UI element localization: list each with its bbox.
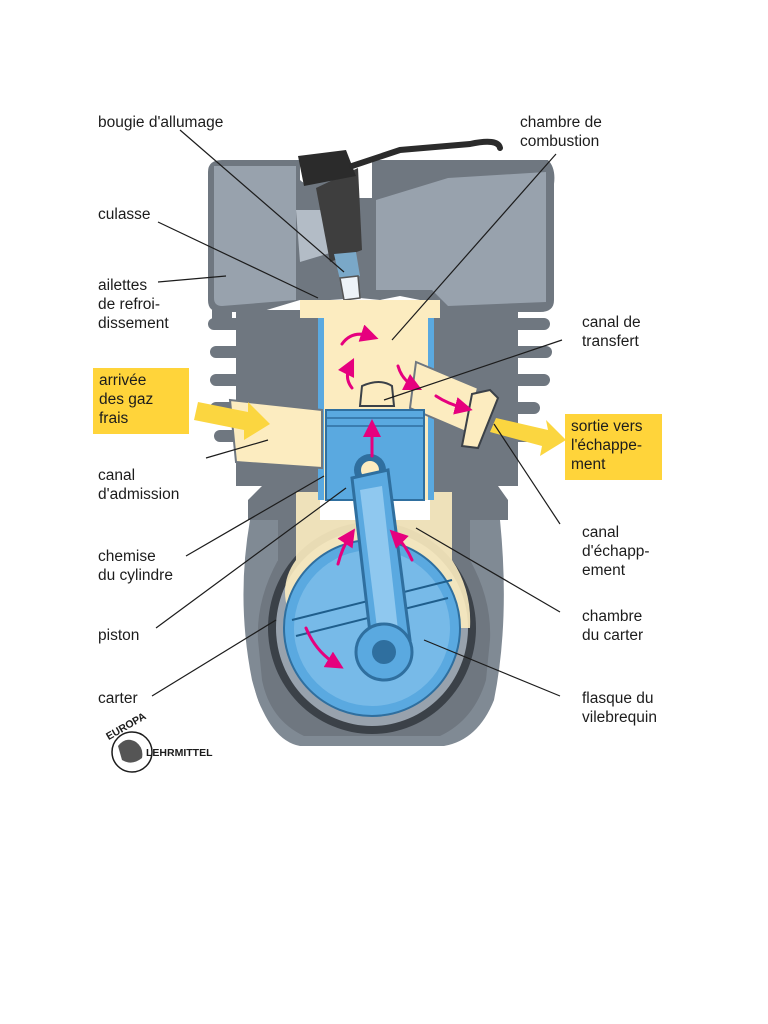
label-exhaust-outlet: sortie vers l'échappe- ment bbox=[565, 414, 662, 480]
label-cylinder-liner: chemise du cylindre bbox=[98, 548, 173, 584]
europa-lehrmittel-logo: EUROPA LEHRMITTEL bbox=[104, 710, 213, 773]
label-piston: piston bbox=[98, 627, 140, 644]
label-crank-chamber: chambre du carter bbox=[582, 608, 644, 644]
label-intake-channel: canal d'admission bbox=[98, 467, 180, 503]
gas-flow-arrows bbox=[304, 324, 473, 669]
label-crankcase: carter bbox=[98, 690, 138, 707]
transfer-port bbox=[358, 381, 396, 407]
label-transfer-channel: canal de transfert bbox=[582, 314, 641, 350]
label-crankshaft-flask: flasque du vilebrequin bbox=[582, 690, 657, 726]
label-cooling-fins: ailettes de refroi- dissement bbox=[98, 277, 169, 332]
label-cylinder-head: culasse bbox=[98, 206, 151, 223]
intake-flow-arrow bbox=[194, 402, 270, 440]
spark-plug bbox=[298, 138, 503, 301]
intake-channel bbox=[228, 398, 323, 470]
cylinder-head bbox=[208, 160, 555, 312]
label-combustion-chamber: chambre de combustion bbox=[520, 114, 602, 150]
leader-lines bbox=[151, 129, 563, 697]
label-exhaust-channel: canal d'échapp- ement bbox=[582, 524, 650, 579]
exhaust-flow-arrow bbox=[490, 418, 566, 456]
label-fresh-gas-intake: arrivée des gaz frais bbox=[93, 368, 189, 434]
connecting-rod bbox=[350, 468, 414, 682]
label-spark-plug: bougie d'allumage bbox=[98, 114, 224, 131]
logo-right-text: LEHRMITTEL bbox=[146, 747, 213, 759]
